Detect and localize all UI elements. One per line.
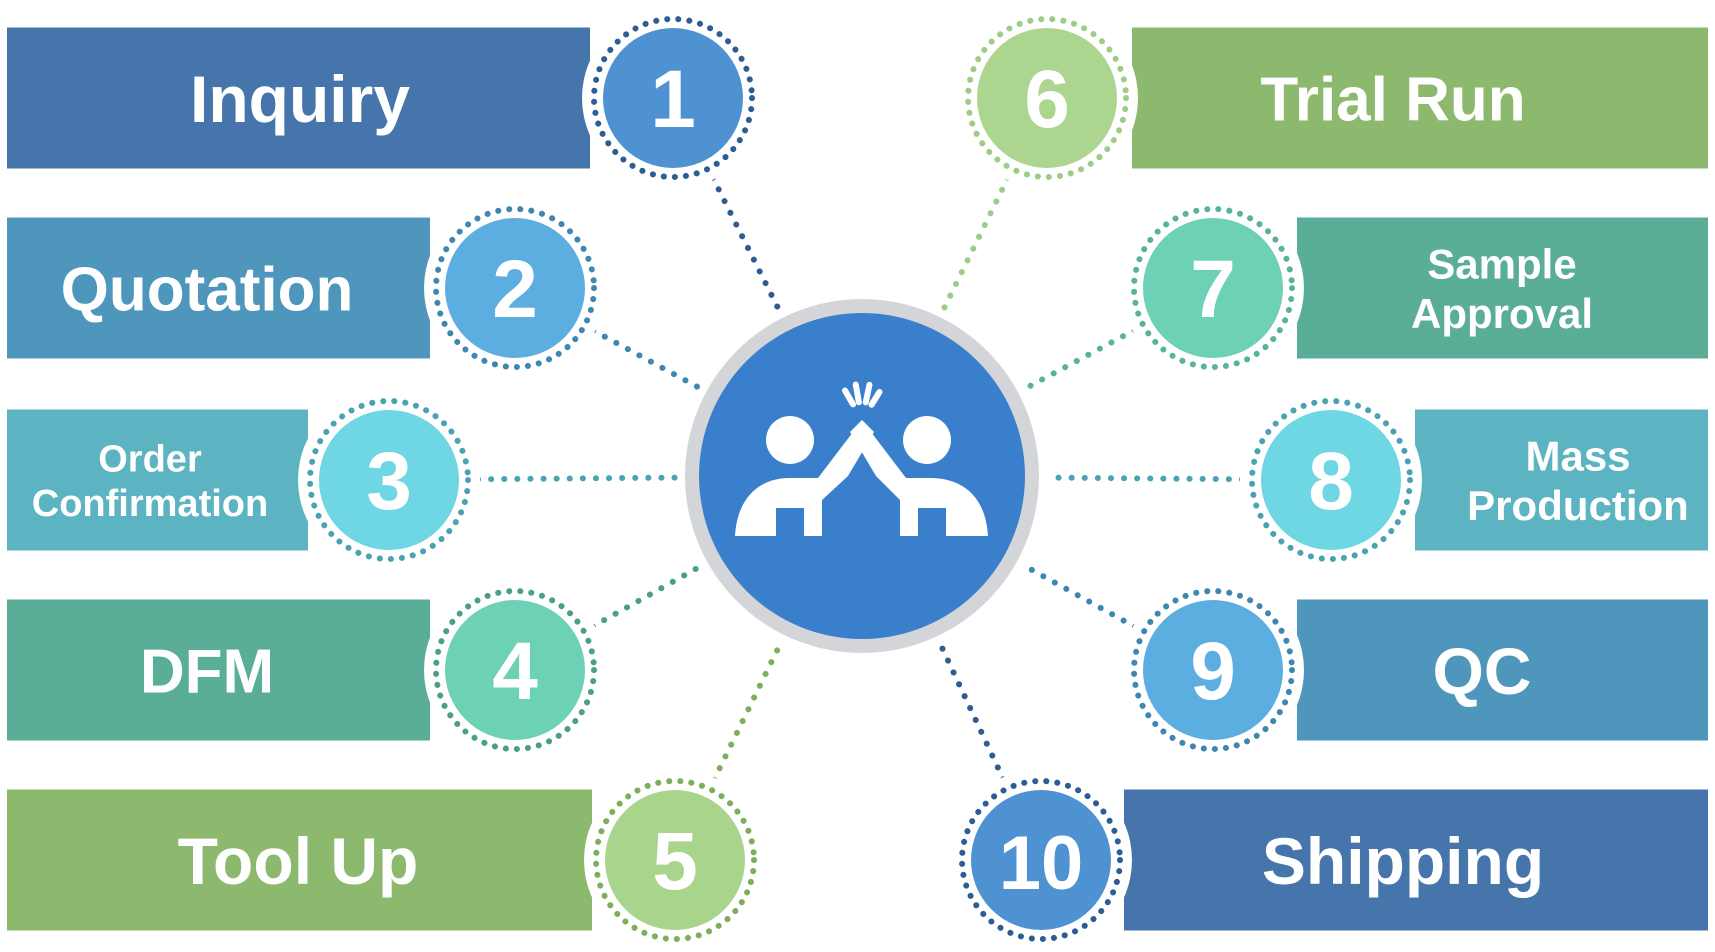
step-badge-7: 7 [1122, 197, 1304, 379]
step-bar-3 [7, 409, 308, 551]
dotted-ring [433, 206, 597, 370]
step-badge-9: 9 [1122, 579, 1304, 761]
right-person-head [903, 416, 951, 464]
number-circle [445, 218, 585, 358]
number-circle [1261, 410, 1401, 550]
step-badge-6: 6 [956, 7, 1138, 189]
step-badge-1: 1 [582, 7, 764, 189]
connector-8 [1043, 474, 1246, 483]
clap-burst-line [852, 381, 862, 406]
dotted-ring [591, 16, 755, 180]
step-number-10: 10 [999, 821, 1084, 906]
step-badge-2: 2 [424, 197, 606, 379]
step-number-3: 3 [366, 436, 412, 527]
step-bar-9 [1297, 599, 1708, 741]
step-bar-1 [7, 27, 590, 169]
step-badge-3: 3 [298, 389, 480, 571]
connector-3 [474, 474, 681, 483]
connector-2 [590, 327, 703, 391]
step-label-8-line-1: Mass [1525, 432, 1630, 479]
step-label-5: Tool Up [178, 824, 419, 898]
step-label-8-line-2: Production [1467, 482, 1689, 529]
step-label-2: Quotation [61, 255, 354, 324]
connector-7 [1022, 327, 1138, 392]
step-label-1: Inquiry [190, 62, 410, 136]
step-label-9: QC [1433, 634, 1532, 708]
number-circle [605, 790, 745, 930]
right-person-body [850, 420, 988, 536]
number-circle [977, 28, 1117, 168]
step-label-3-line-2: Confirmation [32, 483, 268, 525]
step-bar-5 [7, 789, 592, 931]
dotted-ring [593, 778, 757, 942]
step-badge-10: 10 [950, 769, 1132, 951]
connector-10 [937, 640, 1007, 783]
connector-1 [709, 174, 783, 314]
clap-burst-line [842, 387, 856, 408]
clap-burst-line [862, 381, 873, 406]
connector-6 [940, 174, 1011, 313]
dotted-ring [307, 398, 471, 562]
left-person-head [766, 416, 814, 464]
step-label-6: Trial Run [1260, 65, 1525, 134]
number-circle [1143, 600, 1283, 740]
connectors [474, 174, 1246, 783]
dotted-ring [433, 588, 597, 752]
step-bar-10 [1124, 789, 1708, 931]
left-person-body [735, 420, 874, 536]
dotted-ring [965, 16, 1129, 180]
step-badges: 1 2 3 4 5 6 7 8 9 10 [298, 7, 1422, 951]
step-badge-5: 5 [584, 769, 766, 951]
dotted-ring [1249, 398, 1413, 562]
step-label-4: DFM [140, 637, 274, 706]
step-label-7-line-1: Sample [1427, 240, 1576, 287]
step-bar-6 [1132, 27, 1708, 169]
step-bar-2 [7, 217, 430, 359]
dotted-ring [1131, 588, 1295, 752]
step-number-1: 1 [650, 54, 696, 145]
step-number-2: 2 [492, 244, 538, 335]
step-badge-4: 4 [424, 579, 606, 761]
number-circle [319, 410, 459, 550]
step-number-8: 8 [1308, 436, 1354, 527]
number-circle [445, 600, 585, 740]
step-number-9: 9 [1190, 626, 1236, 717]
number-circle [603, 28, 743, 168]
hub-circle [699, 313, 1025, 639]
number-circle [971, 790, 1111, 930]
center-hub [685, 299, 1039, 653]
dotted-ring [959, 778, 1123, 942]
step-number-7: 7 [1190, 244, 1236, 335]
step-badge-8: 8 [1240, 389, 1422, 571]
connector-4 [589, 563, 704, 630]
step-number-6: 6 [1024, 54, 1070, 145]
step-label-3-line-1: Order [98, 438, 202, 480]
step-bar-4 [7, 599, 430, 741]
clap-burst-line [868, 389, 883, 408]
number-circle [1143, 218, 1283, 358]
step-bar-7 [1297, 217, 1708, 359]
step-number-5: 5 [652, 816, 698, 907]
step-bar-8 [1415, 409, 1708, 551]
step-label-10: Shipping [1262, 824, 1544, 898]
high-five-icon [735, 381, 988, 536]
dotted-ring [1131, 206, 1295, 370]
step-label-7-line-2: Approval [1411, 290, 1593, 337]
connector-9 [1020, 562, 1139, 630]
connector-5 [710, 639, 785, 783]
step-number-4: 4 [492, 626, 538, 717]
